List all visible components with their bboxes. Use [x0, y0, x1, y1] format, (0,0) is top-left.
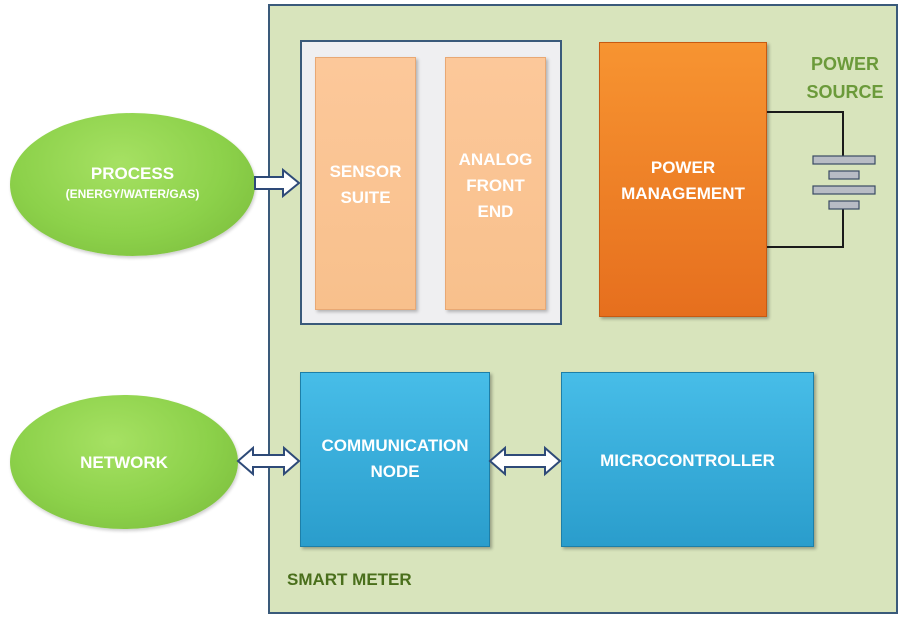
battery-plate-short-1	[828, 170, 860, 180]
power-management-block: POWER MANAGEMENT	[599, 42, 767, 317]
power-source-label-line2: SOURCE	[806, 82, 884, 102]
sensor-suite-label-line2: SUITE	[340, 188, 391, 207]
process-sublabel: (ENERGY/WATER/GAS)	[65, 187, 200, 201]
power-wire-bottom	[767, 209, 844, 248]
communication-node-label-line2: NODE	[370, 462, 420, 481]
smart-meter-label: SMART METER	[287, 570, 412, 589]
analog-front-end-block: ANALOG FRONT END	[445, 57, 546, 310]
network-label: NETWORK	[80, 453, 168, 472]
analog-front-end-label-line3: END	[477, 202, 514, 221]
communication-node-block: COMMUNICATION NODE	[300, 372, 490, 547]
battery-icon	[812, 155, 876, 210]
network-comm-bidirectional-arrow	[236, 445, 301, 477]
battery-plate-long-1	[812, 155, 876, 165]
power-source-label-line1: POWER	[810, 54, 879, 74]
analog-front-end-label-line1: ANALOG	[458, 150, 533, 169]
microcontroller-label: MICROCONTROLLER	[600, 451, 775, 470]
process-oval: PROCESS (ENERGY/WATER/GAS)	[10, 113, 255, 256]
process-to-sensor-arrow	[254, 167, 301, 199]
comm-micro-bidirectional-arrow	[488, 445, 562, 477]
process-label: PROCESS	[90, 164, 175, 183]
power-source-label: POWER SOURCE	[790, 50, 900, 106]
microcontroller-block: MICROCONTROLLER	[561, 372, 814, 547]
communication-node-label-line1: COMMUNICATION	[321, 436, 469, 455]
network-oval: NETWORK	[10, 395, 238, 529]
battery-plate-short-2	[828, 200, 860, 210]
sensor-suite-label-line1: SENSOR	[329, 162, 402, 181]
power-management-label-line1: POWER	[650, 158, 716, 177]
analog-front-end-label-line2: FRONT	[466, 176, 525, 195]
sensor-suite-block: SENSOR SUITE	[315, 57, 416, 310]
power-management-label-line2: MANAGEMENT	[621, 184, 745, 203]
power-wire-top	[767, 111, 844, 157]
battery-plate-long-2	[812, 185, 876, 195]
